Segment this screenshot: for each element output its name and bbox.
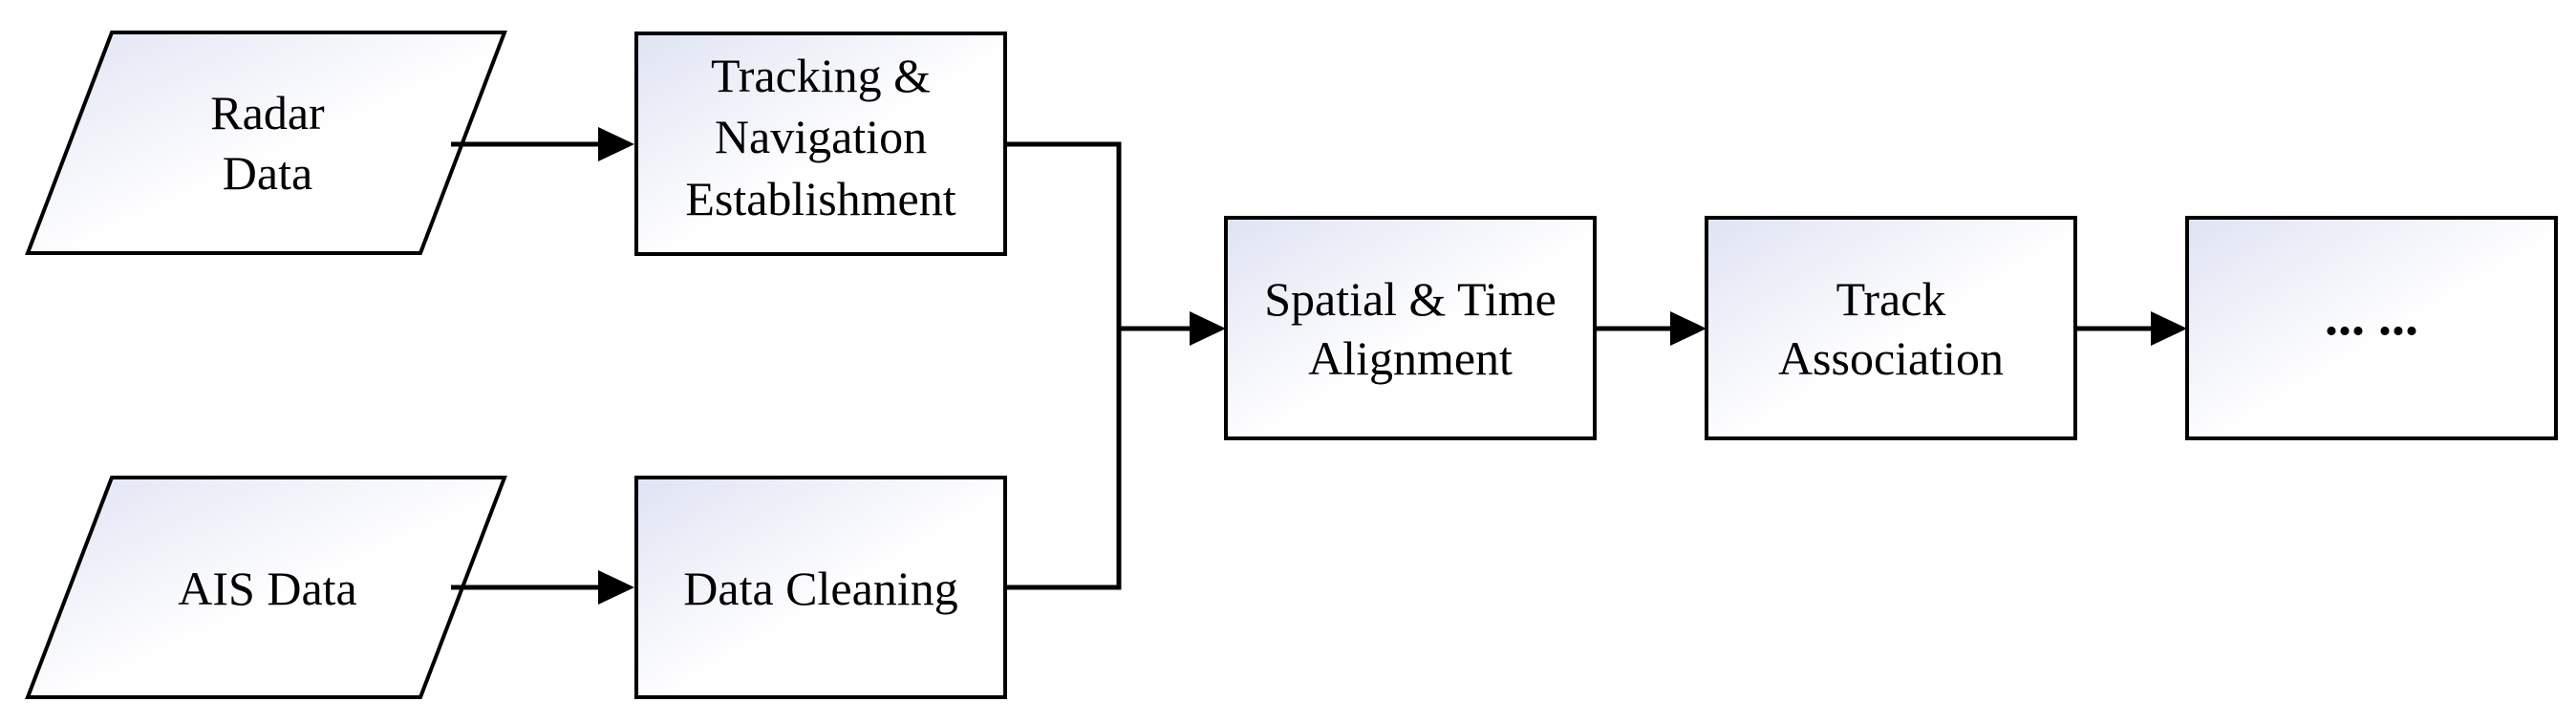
ais-data-shape (25, 476, 507, 699)
continuation-ellipsis: ... ... (2325, 287, 2418, 347)
merge-connector (1005, 141, 1122, 590)
radar-data-shape (25, 31, 507, 255)
arrowhead-association-to-continuation (2151, 311, 2187, 346)
data-cleaning-node: Data Cleaning (634, 476, 1007, 699)
alignment-line1: Spatial & Time (1264, 272, 1556, 326)
arrowhead-ais-to-cleaning (598, 570, 634, 605)
tracking-line1: Tracking & (711, 49, 931, 102)
data-cleaning-box (634, 476, 1007, 699)
continuation-node: ... ... (2185, 216, 2558, 440)
arrowhead-alignment-to-association (1670, 311, 1707, 346)
alignment-line2: Alignment (1308, 331, 1513, 385)
track-association-box (1705, 216, 2077, 440)
data-cleaning-label: Data Cleaning (683, 562, 957, 615)
arrowhead-merge-to-alignment (1190, 311, 1226, 346)
alignment-node: Spatial & Time Alignment (1224, 216, 1597, 440)
tracking-line3: Establishment (685, 172, 955, 225)
radar-data-line2: Data (223, 146, 312, 200)
tracking-line2: Navigation (715, 110, 927, 163)
radar-data-node: Radar Data (25, 31, 507, 255)
association-line2: Association (1778, 331, 2004, 385)
arrowhead-radar-to-tracking (598, 127, 634, 161)
continuation-box (2185, 216, 2558, 440)
ais-data-label: AIS Data (178, 562, 356, 615)
tracking-navigation-node: Tracking & Navigation Establishment (634, 32, 1007, 256)
association-line1: Track (1836, 272, 1946, 326)
radar-data-line1: Radar (210, 86, 325, 139)
ais-data-node: AIS Data (25, 476, 507, 699)
track-association-node: Track Association (1705, 216, 2077, 440)
alignment-box (1224, 216, 1597, 440)
tracking-navigation-box (634, 32, 1007, 256)
connectors (451, 127, 2187, 605)
